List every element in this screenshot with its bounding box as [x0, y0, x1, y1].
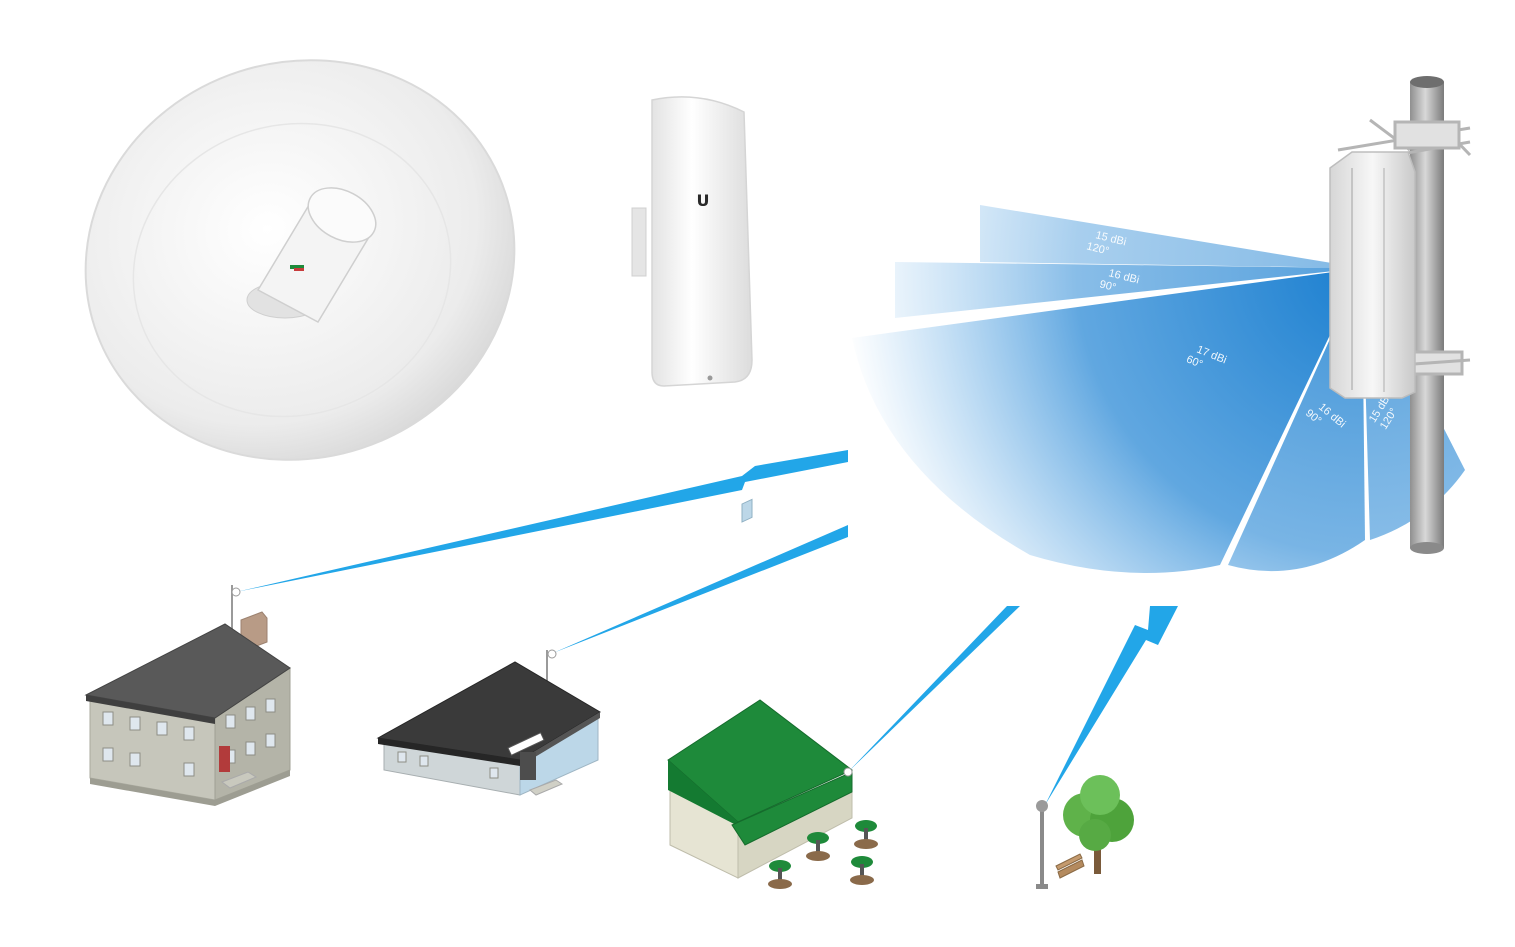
street-light — [1036, 800, 1048, 889]
park-bench — [1055, 853, 1085, 879]
shop-door — [520, 752, 536, 780]
house-roof — [84, 623, 291, 719]
beam-17dbi-60 — [852, 268, 1362, 573]
pole-top — [1410, 76, 1444, 88]
house — [84, 585, 291, 806]
shop-building — [376, 649, 601, 796]
beam-16dbi-90-upper — [895, 262, 1362, 318]
beam-15dbi-120-upper — [980, 205, 1362, 268]
cpe-device: U — [631, 96, 753, 387]
cpe-body — [651, 96, 753, 387]
shop-sign — [507, 732, 545, 756]
cafe-awning — [731, 771, 853, 846]
link-bolt-to-streetlight — [1045, 606, 1178, 805]
cpe-mount-clip — [631, 207, 647, 277]
link-bolt-to-house — [236, 450, 848, 592]
dish-feed-horn — [246, 187, 377, 323]
beam-120a-angle: 120° — [1085, 240, 1110, 257]
link-to-cafe — [848, 606, 1020, 772]
sector-antenna-panel — [1329, 151, 1416, 399]
wireless-links — [236, 450, 1178, 805]
ubiquiti-logo: U — [697, 191, 710, 210]
cafe-tables — [768, 820, 878, 889]
upper-mount-bracket — [1337, 118, 1472, 167]
link-to-shop — [553, 525, 848, 653]
sector-antenna-tower — [1329, 76, 1472, 554]
house-door — [219, 746, 230, 772]
cafe-building — [667, 498, 878, 889]
beam-90a-angle: 90° — [1098, 278, 1117, 294]
park-area — [1036, 775, 1134, 889]
dish-antenna — [84, 59, 516, 461]
cafe-antenna — [843, 767, 853, 777]
beam-60-angle: 60° — [1184, 353, 1204, 370]
tree — [1063, 775, 1134, 874]
